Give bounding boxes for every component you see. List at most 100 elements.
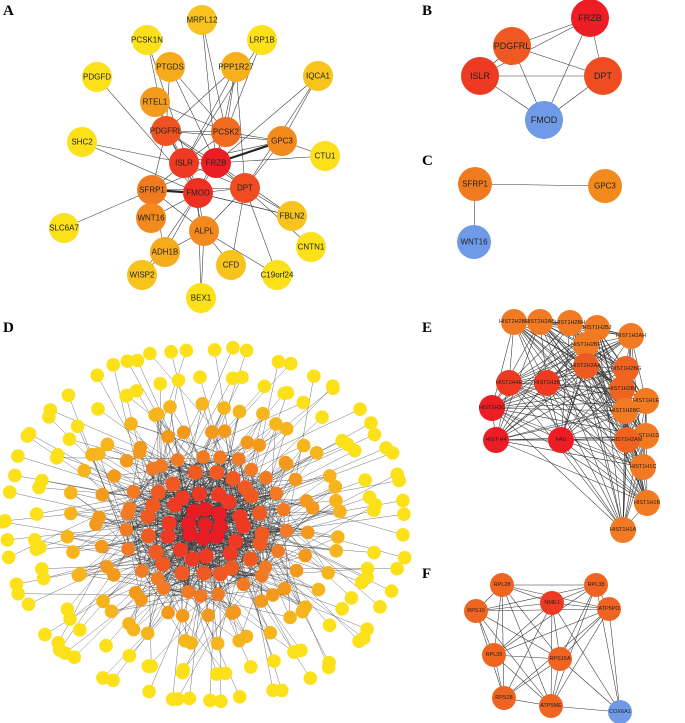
node-circle[interactable]	[106, 358, 121, 372]
node-atp5po[interactable]: ATP5PO	[597, 597, 621, 621]
node-sfrp1[interactable]: SFRP1	[458, 167, 492, 201]
node-hist2h2be[interactable]: HIST2H2BE	[499, 309, 529, 335]
node-circle[interactable]	[367, 427, 382, 442]
node-circle[interactable]	[145, 498, 161, 514]
node-hist1h2am[interactable]: HIST1H2AM	[612, 427, 643, 453]
node-circle[interactable]	[266, 588, 280, 602]
node-circle[interactable]	[38, 627, 52, 642]
node-ppp1r27[interactable]: PPP1R27	[218, 52, 254, 82]
node-circle[interactable]	[50, 448, 65, 462]
node-wnt16[interactable]: WNT16	[136, 203, 166, 233]
node-circle[interactable]	[205, 425, 219, 439]
node-circle[interactable]	[165, 476, 181, 492]
node-rpl28[interactable]: RPL28	[490, 573, 514, 597]
node-circle[interactable]	[161, 605, 175, 620]
node-circle[interactable]	[232, 404, 247, 419]
node-hist-h4[interactable]: HIST-H4	[483, 427, 509, 453]
node-rpl38[interactable]: RPL38	[584, 573, 608, 597]
node-pcsk1n[interactable]: PCSK1N	[131, 25, 163, 55]
node-circle[interactable]	[2, 485, 17, 499]
node-circle[interactable]	[94, 539, 109, 554]
node-circle[interactable]	[119, 522, 134, 537]
node-circle[interactable]	[91, 402, 105, 416]
node-rps10[interactable]: RPS10	[464, 599, 488, 623]
node-circle[interactable]	[331, 530, 345, 544]
node-circle[interactable]	[288, 472, 303, 487]
node-circle[interactable]	[107, 469, 121, 483]
node-circle[interactable]	[252, 438, 267, 452]
node-circle[interactable]	[358, 473, 373, 487]
node-circle[interactable]	[155, 556, 171, 572]
node-islr[interactable]: ISLR	[461, 57, 499, 95]
node-shc2[interactable]: SHC2	[67, 127, 97, 157]
node-circle[interactable]	[184, 551, 200, 567]
node-circle[interactable]	[390, 561, 404, 576]
node-circle[interactable]	[203, 693, 217, 708]
node-circle[interactable]	[72, 623, 87, 637]
node-circle[interactable]	[62, 432, 77, 447]
node-circle[interactable]	[384, 584, 399, 598]
node-circle[interactable]	[27, 533, 42, 547]
node-circle[interactable]	[142, 684, 156, 699]
node-circle[interactable]	[254, 569, 269, 583]
node-circle[interactable]	[95, 487, 110, 502]
node-circle[interactable]	[322, 655, 336, 670]
node-circle[interactable]	[252, 535, 268, 551]
node-frzb[interactable]: FRZB	[201, 148, 231, 178]
node-circle[interactable]	[279, 523, 294, 538]
node-nme1[interactable]: NME1	[540, 591, 564, 615]
node-circle[interactable]	[367, 545, 381, 560]
node-circle[interactable]	[322, 618, 337, 633]
node-circle[interactable]	[364, 416, 378, 430]
node-circle[interactable]	[252, 505, 268, 521]
node-circle[interactable]	[99, 638, 113, 653]
node-circle[interactable]	[148, 544, 164, 560]
node-circle[interactable]	[176, 662, 191, 677]
node-circle[interactable]	[226, 340, 240, 355]
node-circle[interactable]	[243, 660, 258, 674]
node-circle[interactable]	[181, 584, 196, 599]
node-circle[interactable]	[283, 356, 298, 371]
node-circle[interactable]	[150, 571, 165, 586]
node-circle[interactable]	[135, 564, 149, 578]
node-circle[interactable]	[63, 485, 78, 500]
node-circle[interactable]	[321, 566, 336, 580]
node-circle[interactable]	[154, 459, 168, 473]
node-circle[interactable]	[207, 343, 222, 357]
node-circle[interactable]	[197, 501, 213, 517]
node-circle[interactable]	[193, 370, 207, 385]
node-pdgfrl[interactable]: PDGFRL	[493, 27, 531, 65]
node-circle[interactable]	[174, 490, 190, 506]
node-circle[interactable]	[164, 344, 178, 359]
node-circle[interactable]	[396, 493, 410, 508]
node-circle[interactable]	[160, 528, 176, 544]
node-circle[interactable]	[257, 379, 272, 394]
node-circle[interactable]	[259, 470, 273, 485]
node-circle[interactable]	[119, 454, 134, 468]
node-adh1b[interactable]: ADH1B	[150, 237, 180, 267]
node-circle[interactable]	[100, 437, 115, 452]
node-circle[interactable]	[196, 565, 212, 581]
node-circle[interactable]	[173, 542, 189, 558]
node-circle[interactable]	[221, 494, 237, 510]
node-circle[interactable]	[174, 565, 190, 581]
node-hist1h2ah[interactable]: HIST1H2AH	[616, 323, 646, 349]
node-circle[interactable]	[328, 480, 343, 494]
node-circle[interactable]	[266, 683, 280, 698]
node-circle[interactable]	[210, 636, 225, 651]
node-circle[interactable]	[96, 594, 110, 609]
node-iqca1[interactable]: IQCA1	[303, 61, 333, 91]
node-circle[interactable]	[60, 529, 75, 544]
node-hist1h3b[interactable]: HIST1H3B	[534, 370, 561, 396]
node-frzb[interactable]: FRZB	[571, 0, 609, 37]
node-gpc3[interactable]: GPC3	[588, 169, 622, 203]
node-sfrp1[interactable]: SFRP1	[137, 175, 167, 205]
node-rpl35[interactable]: RPL35	[482, 643, 506, 667]
node-pcsk2[interactable]: PCSK2	[211, 117, 241, 147]
node-circle[interactable]	[397, 507, 411, 522]
node-circle[interactable]	[307, 369, 321, 383]
node-circle[interactable]	[225, 471, 241, 487]
node-circle[interactable]	[212, 566, 228, 582]
node-circle[interactable]	[128, 585, 143, 600]
node-circle[interactable]	[195, 530, 211, 546]
